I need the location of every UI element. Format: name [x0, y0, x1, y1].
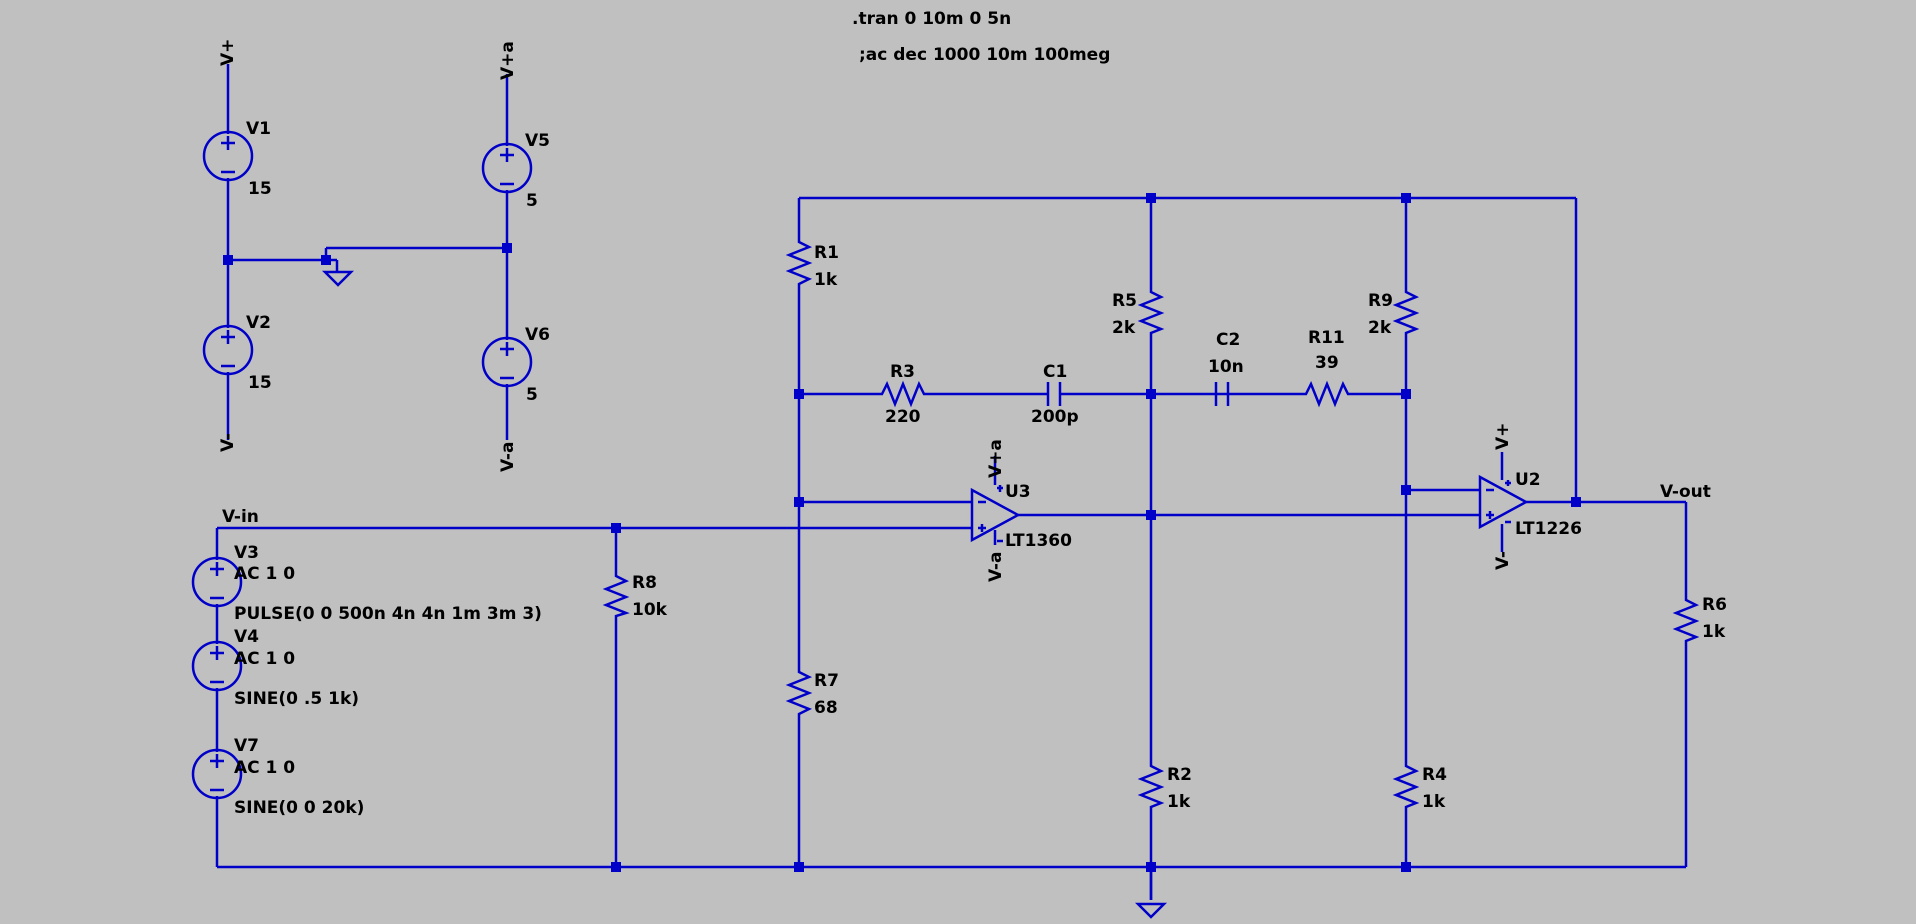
r9-value: 2k: [1368, 318, 1392, 338]
r4-value: 1k: [1422, 792, 1446, 812]
voltage-source-v7[interactable]: [191, 748, 243, 800]
voltage-source-v5[interactable]: [481, 142, 533, 194]
r7-value: 68: [814, 698, 838, 718]
v4-name: V4: [234, 627, 259, 647]
voltage-source-v6[interactable]: [481, 336, 533, 388]
voltage-source-v4[interactable]: [191, 640, 243, 692]
wires-input: [215, 526, 1686, 869]
resistor-r1[interactable]: [785, 236, 813, 290]
ground-icon: [321, 270, 355, 287]
v3-ac: AC 1 0: [234, 564, 295, 584]
v3-name: V3: [234, 543, 259, 563]
net-label-vplus-a-u3: V+a: [986, 439, 1006, 478]
r3-name: R3: [890, 362, 915, 382]
capacitor-c1[interactable]: [1046, 382, 1062, 406]
r2-name: R2: [1167, 765, 1192, 785]
net-label-vout: V-out: [1660, 482, 1711, 502]
capacitor-c2[interactable]: [1204, 382, 1230, 406]
v7-ac: AC 1 0: [234, 758, 295, 778]
voltage-source-v1[interactable]: [202, 130, 254, 182]
r1-value: 1k: [814, 270, 838, 290]
resistor-r5[interactable]: [1137, 286, 1165, 336]
c2-value: 10n: [1208, 357, 1244, 377]
v7-name: V7: [234, 736, 259, 756]
resistor-r7[interactable]: [785, 666, 813, 718]
net-label-vplus-a-top: V+a: [498, 41, 518, 80]
net-label-vminus-a-u3: V-a: [986, 552, 1006, 582]
net-label-vminus-u2: V-: [1493, 551, 1513, 570]
net-label-vminus-a-left: V-a: [498, 442, 518, 472]
v4-ac: AC 1 0: [234, 649, 295, 669]
u2-model: LT1226: [1515, 519, 1582, 539]
tran-directive[interactable]: .tran 0 10m 0 5n: [852, 9, 1011, 29]
v2-name: V2: [246, 313, 271, 333]
r11-value: 39: [1315, 353, 1339, 373]
net-label-vminus-left: V-: [218, 433, 238, 452]
voltage-source-v3[interactable]: [191, 556, 243, 608]
r2-value: 1k: [1167, 792, 1191, 812]
ground-icon-bottom: [1134, 902, 1168, 919]
wires-supply: [226, 64, 509, 440]
c1-value: 200p: [1031, 407, 1079, 427]
r5-value: 2k: [1112, 318, 1136, 338]
r5-name: R5: [1112, 291, 1137, 311]
opamp-u2[interactable]: [1478, 474, 1529, 530]
r7-name: R7: [814, 671, 839, 691]
net-label-vplus-top: V+: [218, 39, 238, 66]
ac-directive[interactable]: ;ac dec 1000 10m 100meg: [859, 45, 1110, 65]
r6-value: 1k: [1702, 622, 1726, 642]
r8-name: R8: [632, 573, 657, 593]
resistor-r6[interactable]: [1672, 594, 1700, 644]
v2-value: 15: [248, 373, 272, 393]
r11-name: R11: [1308, 328, 1345, 348]
v6-value: 5: [526, 385, 538, 405]
opamp-u3[interactable]: [970, 485, 1021, 543]
r1-name: R1: [814, 243, 839, 263]
resistor-r8[interactable]: [602, 570, 630, 620]
net-label-vin: V-in: [222, 507, 259, 527]
v7-value: SINE(0 0 20k): [234, 798, 364, 818]
wires-main: [797, 196, 1688, 900]
v4-value: SINE(0 .5 1k): [234, 689, 359, 709]
v1-name: V1: [246, 119, 271, 139]
u2-name: U2: [1515, 470, 1541, 490]
junction-dots: [223, 193, 1581, 872]
c1-name: C1: [1043, 362, 1067, 382]
r4-name: R4: [1422, 765, 1447, 785]
c2-name: C2: [1216, 330, 1240, 350]
r9-name: R9: [1368, 291, 1393, 311]
v3-value: PULSE(0 0 500n 4n 4n 1m 3m 3): [234, 604, 542, 624]
resistor-r2[interactable]: [1137, 760, 1165, 810]
v5-name: V5: [525, 131, 550, 151]
v1-value: 15: [248, 179, 272, 199]
r3-value: 220: [885, 407, 921, 427]
voltage-source-v2[interactable]: [202, 324, 254, 376]
v5-value: 5: [526, 191, 538, 211]
r8-value: 10k: [632, 600, 668, 620]
resistor-r11[interactable]: [1300, 380, 1352, 408]
r6-name: R6: [1702, 595, 1727, 615]
u3-model: LT1360: [1005, 531, 1072, 551]
resistor-r9[interactable]: [1392, 286, 1420, 336]
u3-name: U3: [1005, 482, 1031, 502]
net-label-vplus-u2: V+: [1493, 423, 1513, 450]
v6-name: V6: [525, 325, 550, 345]
resistor-r4[interactable]: [1392, 760, 1420, 810]
resistor-r3[interactable]: [876, 380, 928, 408]
